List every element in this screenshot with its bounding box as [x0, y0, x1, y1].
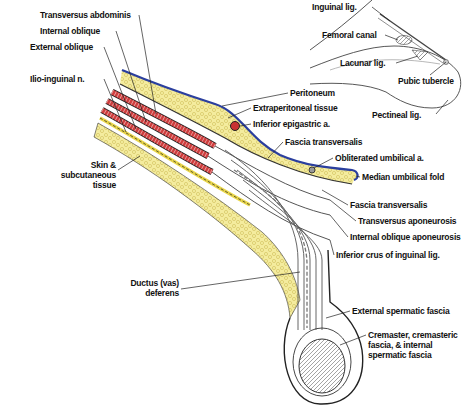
leader-lines [228, 108, 251, 118]
leader-lines [181, 272, 300, 289]
anatomy-label: External spermatic fascia [352, 306, 450, 316]
muscle-layers [112, 92, 215, 146]
anatomy-label: Pectineal lig. [372, 110, 421, 120]
aponeurosis-lines [208, 146, 330, 240]
muscle-layers [102, 110, 212, 172]
leader-lines [104, 79, 126, 132]
anatomy-label: Fascia transversalis [285, 137, 362, 147]
testis [299, 339, 345, 393]
anatomy-label: Pubic tubercle [398, 76, 454, 86]
spermatic-cord [237, 170, 310, 330]
leader-lines [385, 35, 398, 40]
muscle-layers [112, 92, 215, 146]
leader-lines [330, 240, 334, 255]
tunica-outline [293, 328, 351, 396]
leader-lines [430, 62, 446, 75]
leader-lines [118, 156, 140, 170]
scrotum-outline [284, 250, 362, 404]
anatomy-label: Lacunar lig. [340, 58, 385, 68]
anatomy-label: Transversus aponeurosis [358, 216, 456, 226]
ilio-inguinal-nerve [100, 118, 250, 205]
anatomy-label: Ductus (vas) deferens [117, 278, 179, 298]
pelvis-inset [378, 18, 443, 63]
leader-lines [139, 15, 156, 114]
ilio-inguinal-nerve [100, 118, 250, 205]
anatomy-label: Femoral canal [322, 30, 377, 40]
anatomy-label: Internal oblique aponeurosis [350, 232, 461, 242]
spermatic-cord [249, 190, 322, 330]
leader-lines [314, 158, 333, 168]
anatomy-label: Cremaster, cremasteric fascia, & interna… [368, 330, 472, 360]
muscle-layers [112, 92, 215, 146]
leader-lines [104, 7, 448, 345]
anatomy-label: Inguinal lig. [312, 2, 357, 12]
aponeurosis-lines [212, 172, 330, 240]
spermatic-cord [234, 170, 307, 328]
spermatic-cord [225, 150, 298, 330]
leader-lines [356, 176, 360, 177]
leader-lines [240, 124, 251, 126]
anatomy-label: Ilio-inguinal n. [30, 74, 84, 84]
pelvis-inset [412, 50, 428, 60]
pelvis-inset [310, 0, 372, 50]
inferior-epigastric-artery [231, 122, 240, 131]
anatomy-label: Transversus abdominis [40, 10, 131, 20]
muscle-layers [102, 92, 215, 172]
anatomy-label: Extraperitoneal tissue [253, 103, 337, 113]
anatomy-label: External oblique [30, 42, 93, 52]
aponeurosis-lines [208, 156, 330, 215]
leader-lines [116, 31, 146, 122]
anatomy-label: Obliterated umbilical a. [335, 153, 424, 163]
leader-lines [396, 56, 418, 63]
spermatic-cord [243, 180, 316, 330]
leader-lines [326, 311, 350, 318]
muscle-layers [102, 110, 212, 172]
anatomy-label: Skin & subcutaneous tissue [50, 160, 116, 190]
leader-lines [436, 100, 448, 114]
leader-lines [330, 215, 348, 237]
pelvis-inset [396, 36, 412, 45]
leader-lines [322, 190, 348, 205]
leader-lines [372, 7, 390, 21]
ilio-inguinal-nerve [100, 118, 250, 205]
anatomy-label: Fascia transversalis [350, 200, 427, 210]
aponeurosis-lines [215, 146, 330, 200]
anatomy-label: Internal oblique [40, 26, 100, 36]
muscle-layers [107, 101, 208, 156]
anatomy-label: Inferior epigastric a. [253, 119, 330, 129]
muscle-layers [107, 101, 208, 156]
muscle-layers [107, 101, 208, 156]
anatomy-label: Median umbilical fold [362, 172, 444, 182]
spermatic-cord [225, 150, 322, 330]
leader-lines [268, 142, 283, 158]
leader-lines [340, 335, 366, 345]
spermatic-cord [231, 160, 304, 330]
anatomy-label: Peritoneum [290, 88, 335, 98]
anatomy-label: Inferior crus of inguinal lig. [336, 250, 440, 260]
muscle-layers [102, 110, 212, 172]
